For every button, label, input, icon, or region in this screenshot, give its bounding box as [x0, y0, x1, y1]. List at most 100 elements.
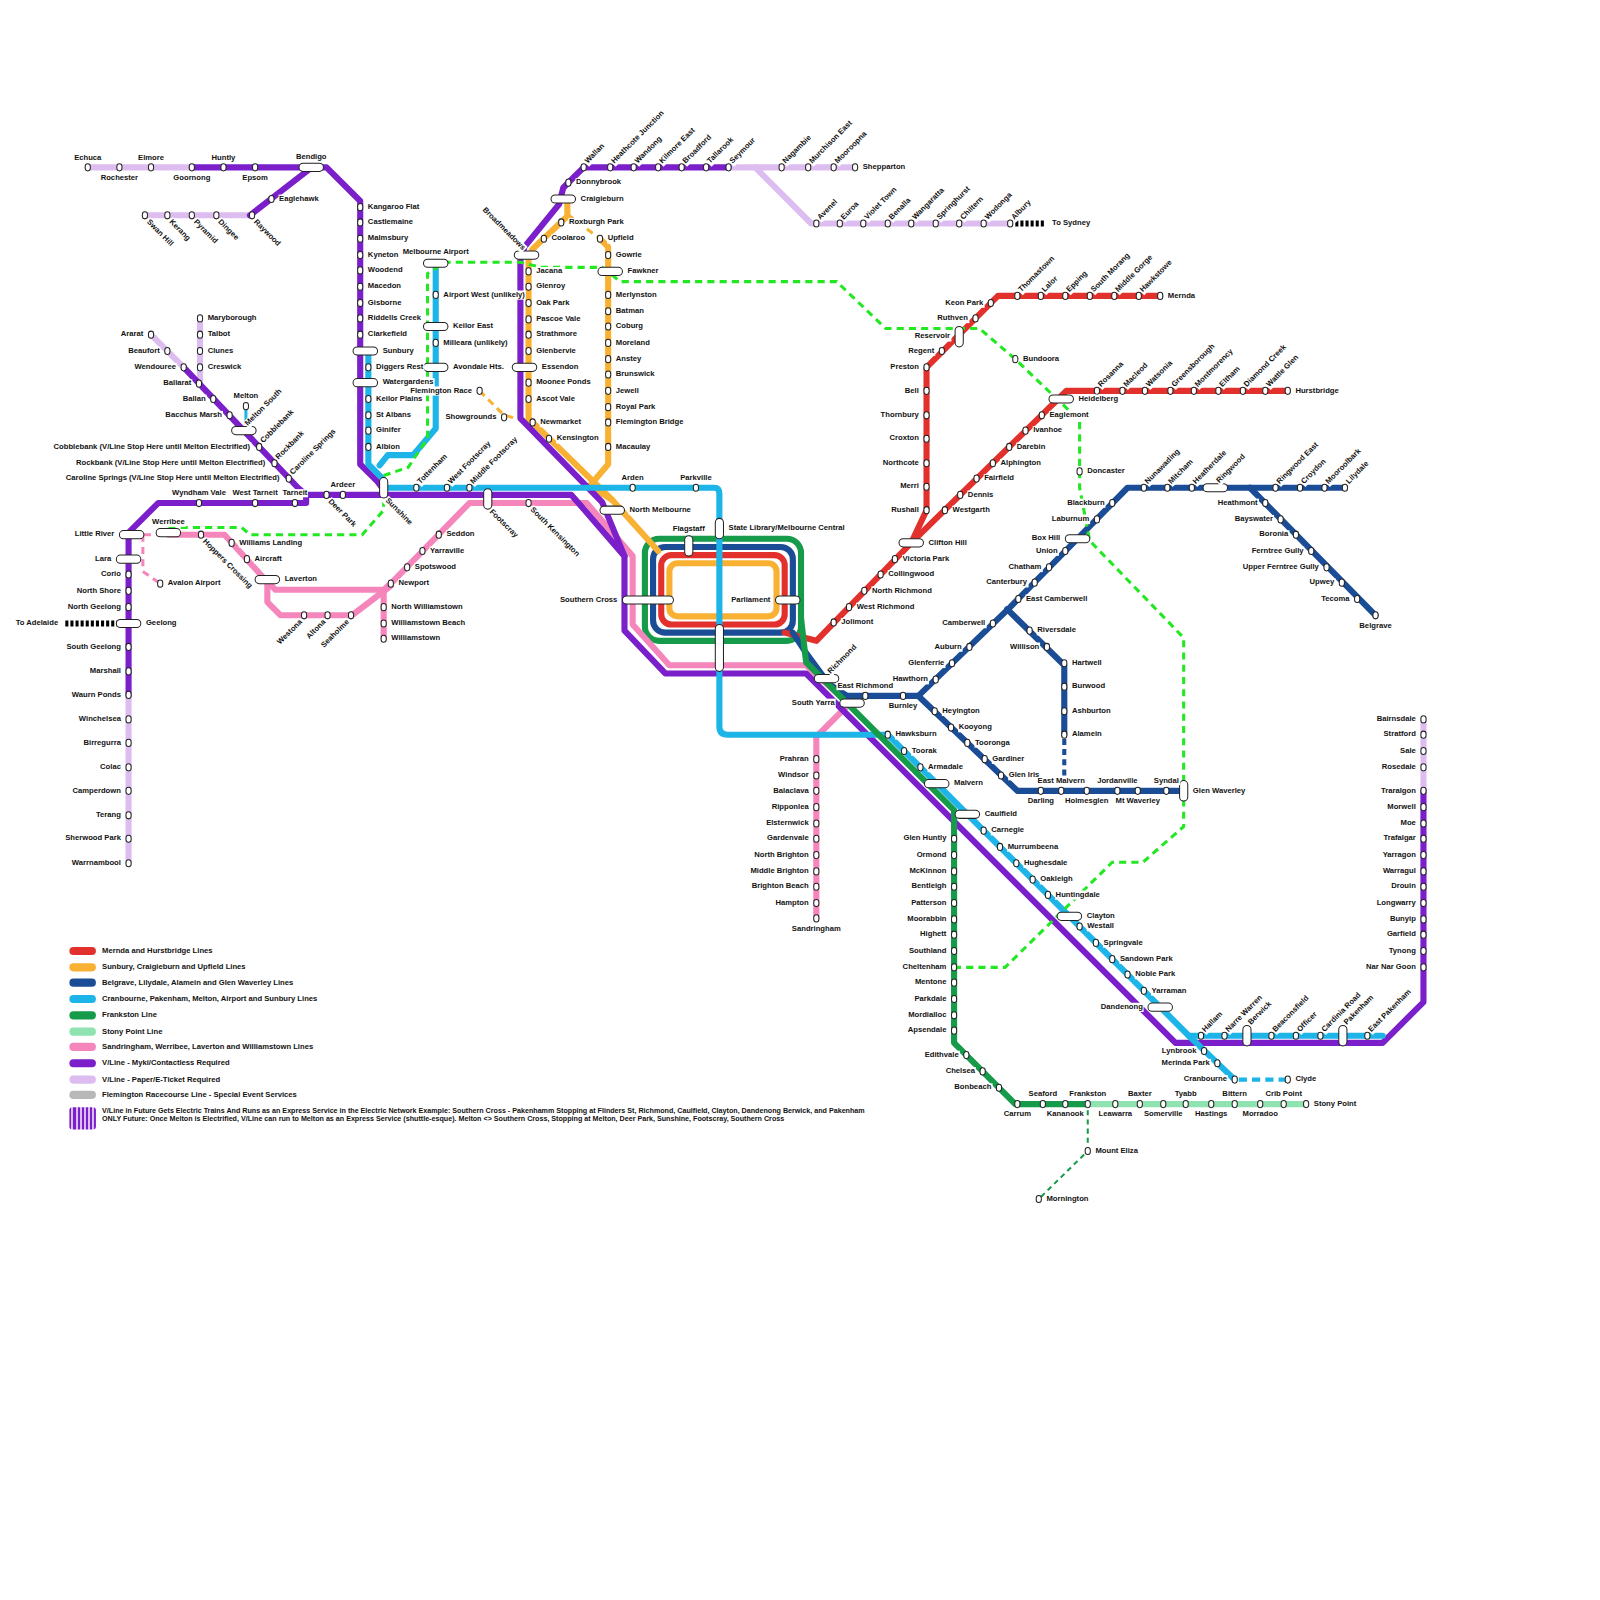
station-label: Beaufort: [127, 347, 161, 356]
station-marker: [1007, 443, 1012, 450]
city-loop: [669, 563, 776, 616]
station-label: Warragul: [1382, 867, 1417, 876]
station-marker: [1240, 387, 1245, 394]
rail-line: [918, 696, 1183, 791]
station-marker: [420, 547, 425, 554]
legend-swatch: [69, 1059, 96, 1067]
station-label: Tooronga: [974, 738, 1011, 747]
station-marker: [924, 507, 929, 514]
station-marker: [1063, 1101, 1068, 1108]
station-label: Preston: [889, 363, 920, 372]
interstate-line: [65, 620, 117, 626]
station-label: Rosedale: [1381, 763, 1417, 772]
station-label: Heyington: [941, 707, 980, 716]
station-label: Balaclava: [772, 786, 809, 795]
station-marker: [1421, 804, 1426, 811]
station-marker: [1355, 595, 1360, 602]
station-marker: [526, 379, 531, 386]
station-label: Cobblebank (V/Line Stop Here until Melto…: [53, 443, 251, 452]
station-label: Eaglehawk: [278, 195, 320, 204]
station-label: Holmesglen: [1064, 796, 1109, 805]
station-marker: [116, 619, 140, 627]
station-label: Roxburgh Park: [568, 218, 625, 227]
station-label: Macaulay: [615, 443, 652, 452]
station-label: Mentone: [914, 978, 948, 987]
station-marker: [286, 475, 291, 482]
station-marker: [814, 835, 819, 842]
station-marker: [955, 810, 979, 818]
station-marker: [1044, 643, 1049, 650]
station-label: Upper Ferntree Gully: [1242, 563, 1320, 572]
station-marker: [1189, 484, 1194, 491]
station-marker: [423, 259, 447, 267]
station-marker: [957, 220, 962, 227]
station-marker: [119, 531, 143, 539]
station-marker: [366, 395, 371, 402]
station-label: Jordanville: [1096, 776, 1138, 785]
station-label: Melton: [233, 392, 260, 401]
station-label: Huntly: [211, 153, 237, 162]
vline-paper-lines: [88, 167, 1424, 863]
station-marker: [366, 412, 371, 419]
station-label: Ivanhoe: [1032, 426, 1063, 435]
legend-row: V/Line - Myki/Contactless Required: [69, 1059, 229, 1067]
station-marker: [269, 195, 274, 202]
station-marker: [530, 419, 535, 426]
station-marker: [1158, 292, 1163, 299]
station-marker: [526, 299, 531, 306]
legend-row: Mernda and Hurstbridge Lines: [69, 947, 212, 955]
station-label: Bacchus Marsh: [164, 411, 223, 420]
station-marker: [1232, 1076, 1237, 1083]
station-marker: [1023, 427, 1028, 434]
station-marker: [952, 883, 957, 890]
station-label: Dennis: [967, 490, 995, 499]
station-marker: [1215, 1060, 1220, 1067]
station-marker: [1258, 1101, 1263, 1108]
station-marker: [156, 529, 180, 537]
station-label: Seaford: [1028, 1090, 1059, 1099]
station-marker: [952, 979, 957, 986]
station-label: Hawthorn: [892, 675, 929, 684]
station-label: Ararat: [120, 330, 145, 339]
station-marker: [126, 860, 131, 867]
station-marker: [1063, 547, 1068, 554]
station-label: Sunshine: [383, 496, 415, 528]
station-marker: [1032, 579, 1037, 586]
station-label: Ringwood East: [1274, 440, 1321, 487]
station-marker: [949, 660, 954, 667]
rail-line: [267, 584, 390, 616]
station-marker: [126, 571, 131, 578]
station-marker: [952, 1027, 957, 1034]
rail-line: [129, 495, 1424, 1043]
station-marker: [358, 204, 363, 211]
legend-swatch: [69, 1027, 96, 1035]
station-label: Gardiner: [991, 755, 1025, 764]
interchange-marker: [715, 624, 723, 671]
station-label: East Malvern: [1037, 776, 1086, 785]
station-marker: [1062, 731, 1067, 738]
station-label: Albion: [375, 443, 401, 452]
station-marker: [1148, 1003, 1172, 1011]
station-label: West Tarneit: [231, 489, 278, 498]
station-marker: [1038, 292, 1043, 299]
station-marker: [1293, 1032, 1298, 1039]
station-label: Bundoora: [1022, 355, 1060, 364]
station-markers: [85, 163, 1426, 1202]
station-marker: [1077, 923, 1082, 930]
station-label: Riddells Creek: [367, 314, 422, 323]
station-label: Keilor Plains: [375, 395, 423, 404]
station-marker: [631, 164, 636, 171]
station-label: Murchison East: [807, 118, 855, 166]
station-label: Hallam: [1200, 1009, 1225, 1034]
station-label: Sunbury: [382, 347, 415, 356]
station-marker: [814, 868, 819, 875]
station-marker: [1285, 1076, 1290, 1083]
station-marker: [831, 164, 836, 171]
station-marker: [779, 164, 784, 171]
station-marker: [990, 620, 995, 627]
station-label: Parkdale: [913, 995, 947, 1004]
station-label: Kensington: [556, 434, 600, 443]
station-marker: [197, 364, 202, 371]
station-label: Birregurra: [82, 738, 121, 747]
station-marker: [1135, 787, 1140, 794]
